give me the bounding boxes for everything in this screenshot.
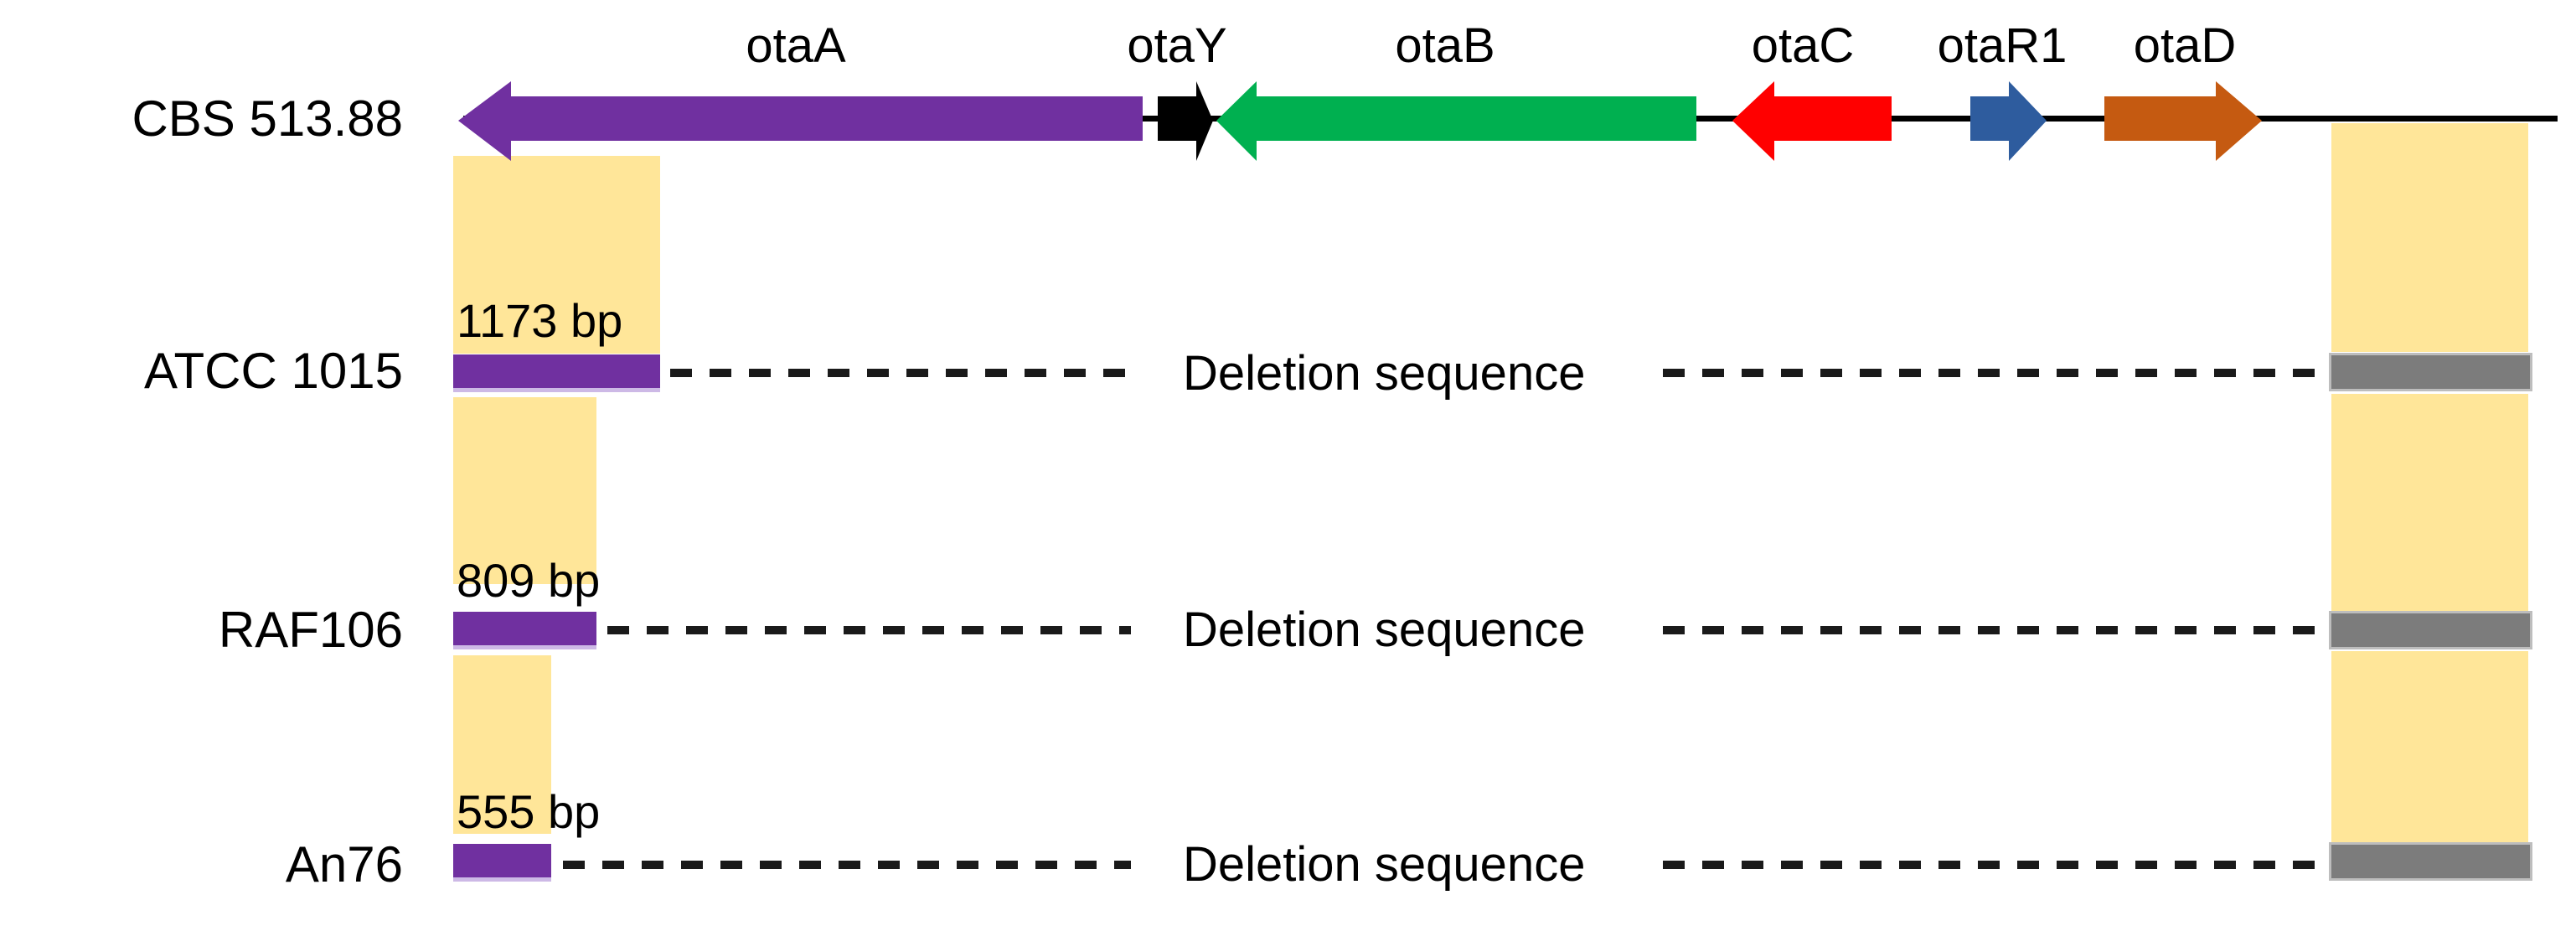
- deletion-dash-right: [1663, 861, 2322, 869]
- deletion-dash-left: [563, 861, 1131, 869]
- gene-arrow-body-otaY: [1158, 96, 1196, 141]
- deletion-sequence-label: Deletion sequence: [1183, 346, 1586, 401]
- synteny-band-right-raf-an76: [2331, 651, 2528, 843]
- deletion-sequence-label: Deletion sequence: [1183, 837, 1586, 892]
- gene-arrow-body-otaA: [511, 96, 1143, 141]
- gene-label-otaB: otaB: [1395, 18, 1495, 73]
- gene-arrow-head-otaY: [1196, 81, 1213, 161]
- fragment-bar: [453, 354, 660, 392]
- conserved-region-bar: [2331, 845, 2530, 878]
- synteny-band-left-raf-an76: [453, 655, 551, 834]
- strain-label-raf106: RAF106: [218, 602, 403, 658]
- gene-arrow-body-otaB: [1257, 96, 1696, 141]
- gene-arrow-head-otaR1: [2009, 81, 2047, 161]
- gene-arrow-body-otaC: [1774, 96, 1892, 141]
- strain-label-an76: An76: [285, 836, 403, 892]
- synteny-band-right-atcc-raf: [2331, 394, 2528, 612]
- fragment-size-label: 809 bp: [457, 554, 601, 607]
- gene-label-otaR1: otaR1: [1937, 18, 2068, 73]
- synteny-band-left-atcc-raf: [453, 397, 596, 584]
- strain-label-cbs-513-88: CBS 513.88: [132, 91, 403, 147]
- gene-label-otaY: otaY: [1127, 18, 1227, 73]
- synteny-band-right-cbs-atcc: [2331, 123, 2528, 352]
- gene-arrow-body-otaR1: [1970, 96, 2009, 141]
- gene-arrow-head-otaD: [2216, 81, 2262, 161]
- gene-arrow-head-otaB: [1216, 81, 1257, 161]
- gene-arrow-head-otaA: [458, 81, 511, 161]
- conserved-region-bar: [2331, 355, 2530, 389]
- gene-label-otaA: otaA: [746, 18, 846, 73]
- gene-arrow-body-otaD: [2104, 96, 2216, 141]
- strain-label-atcc-1015: ATCC 1015: [143, 343, 403, 399]
- gene-label-otaD: otaD: [2133, 18, 2237, 73]
- deletion-dash-left: [607, 626, 1131, 634]
- fragment-size-label: 1173 bp: [457, 294, 623, 347]
- deletion-dash-right: [1663, 626, 2322, 634]
- fragment-bar: [453, 612, 596, 649]
- synteny-band-left-cbs-atcc: [453, 156, 660, 354]
- deletion-sequence-label: Deletion sequence: [1183, 603, 1586, 657]
- conserved-region-bar: [2331, 613, 2530, 647]
- deletion-dash-right: [1663, 369, 2322, 377]
- deletion-dash-left: [670, 369, 1131, 377]
- gene-label-otaC: otaC: [1751, 18, 1855, 73]
- fragment-bar: [453, 844, 551, 882]
- fragment-size-label: 555 bp: [457, 785, 601, 838]
- gene-arrow-head-otaC: [1732, 81, 1774, 161]
